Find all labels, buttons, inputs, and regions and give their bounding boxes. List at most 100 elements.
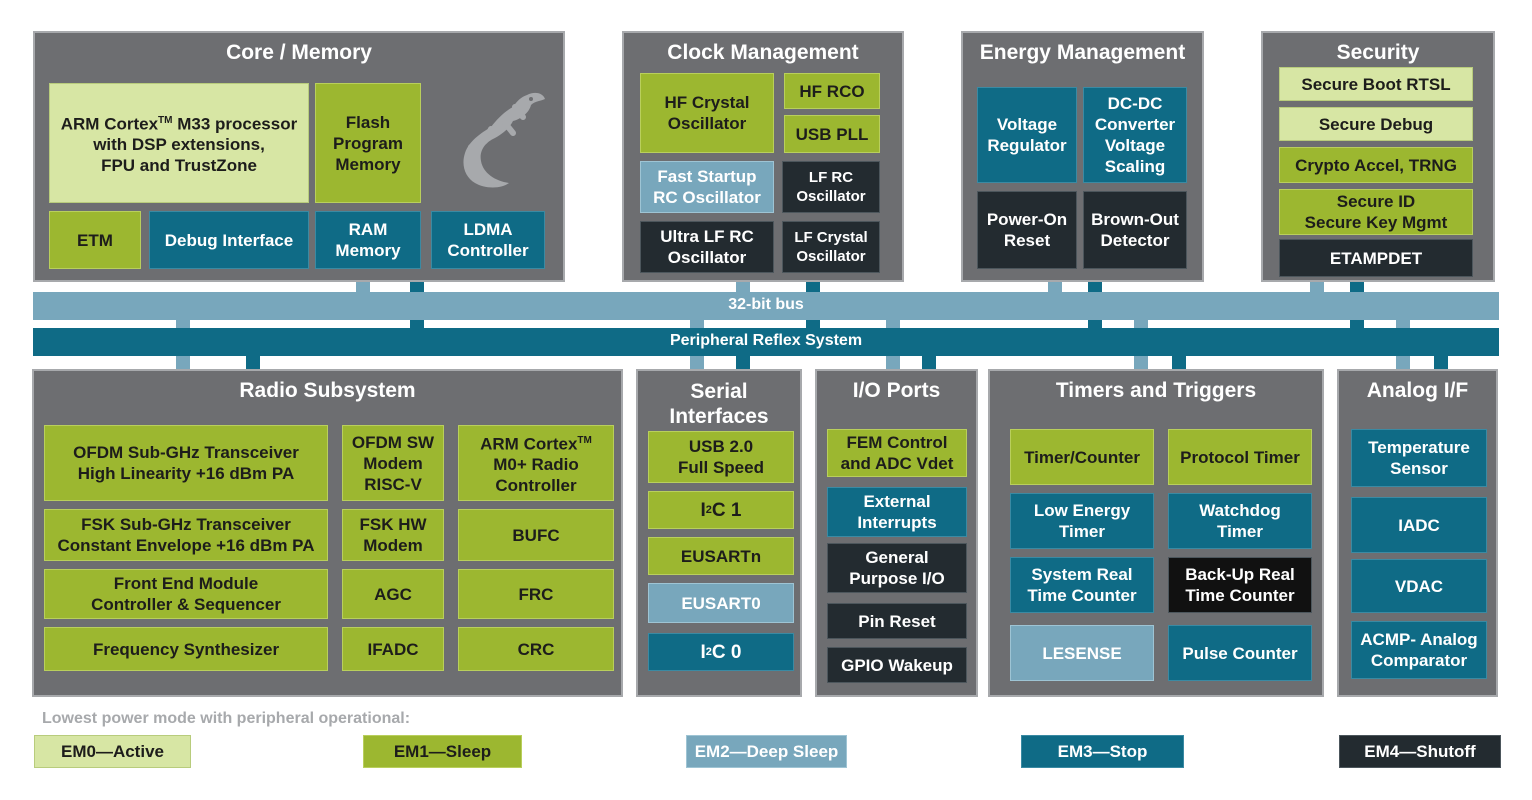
connector <box>356 280 370 294</box>
pin-reset-block: Pin Reset <box>827 603 967 639</box>
m0-line3: Controller <box>495 476 577 496</box>
m0-line1: ARM Cortex <box>480 434 578 454</box>
i2c0-label-a: I <box>700 641 706 663</box>
radio-subsystem-panel: Radio Subsystem OFDM Sub-GHz Transceiver… <box>32 369 623 697</box>
m0-line2: M0+ Radio <box>493 455 579 475</box>
i2c1-label-sup: 2 <box>705 503 712 516</box>
core-memory-panel: Core / Memory ARM CortexTM M33 processor… <box>33 31 565 282</box>
hf-crystal-oscillator-block: HF Crystal Oscillator <box>640 73 774 153</box>
lf-crystal-oscillator-block: LF Crystal Oscillator <box>782 221 880 273</box>
panel-title: Analog I/F <box>1366 379 1469 402</box>
security-panel: Security Secure Boot RTSL Secure Debug C… <box>1261 31 1495 282</box>
debug-interface-block: Debug Interface <box>149 211 309 269</box>
frequency-synthesizer-block: Frequency Synthesizer <box>44 627 328 671</box>
connector <box>1048 280 1062 294</box>
general-purpose-io-block: General Purpose I/O <box>827 543 967 593</box>
connector <box>1310 280 1324 294</box>
flash-memory-block: Flash Program Memory <box>315 83 421 203</box>
fem-control-block: FEM Control and ADC Vdet <box>827 429 967 477</box>
legend-title: Lowest power mode with peripheral operat… <box>42 710 411 727</box>
legend-em4: EM4—Shutoff <box>1339 735 1501 768</box>
etm-block: ETM <box>49 211 141 269</box>
trademark-mark: TM <box>158 114 173 126</box>
front-end-module-block: Front End Module Controller & Sequencer <box>44 569 328 619</box>
connector <box>736 354 750 372</box>
trademark-mark: TM <box>577 434 592 446</box>
arm-m33-line2: with DSP extensions, <box>93 135 265 155</box>
usb-block: USB 2.0 Full Speed <box>648 431 794 483</box>
dcdc-converter-block: DC-DC Converter Voltage Scaling <box>1083 87 1187 183</box>
brown-out-detector-block: Brown-Out Detector <box>1083 191 1187 269</box>
connector <box>922 354 936 372</box>
eusart0-block: EUSART0 <box>648 583 794 623</box>
secure-debug-block: Secure Debug <box>1279 107 1473 141</box>
connector <box>246 354 260 372</box>
agc-block: AGC <box>342 569 444 619</box>
arm-m33-line1: ARM Cortex <box>60 114 159 134</box>
lf-rc-oscillator-block: LF RC Oscillator <box>782 161 880 213</box>
usb-pll-block: USB PLL <box>784 115 880 153</box>
temperature-sensor-block: Temperature Sensor <box>1351 429 1487 487</box>
protocol-timer-block: Protocol Timer <box>1168 429 1312 485</box>
panel-title: Energy Management <box>979 41 1186 64</box>
gecko-icon <box>463 92 545 188</box>
voltage-regulator-block: Voltage Regulator <box>977 87 1077 183</box>
bus-32bit-label: 32-bit bus <box>728 296 804 313</box>
analog-if-panel: Analog I/F Temperature Sensor IADC VDAC … <box>1337 369 1498 697</box>
ofdm-sw-modem-block: OFDM SW Modem RISC-V <box>342 425 444 501</box>
low-energy-timer-block: Low Energy Timer <box>1010 493 1154 549</box>
ldma-controller-block: LDMA Controller <box>431 211 545 269</box>
arm-m33-line1-rest: M33 processor <box>172 114 298 134</box>
legend-em3: EM3—Stop <box>1021 735 1184 768</box>
i2c0-label-b: C 0 <box>711 641 742 663</box>
panel-title: Core / Memory <box>226 41 372 64</box>
fast-startup-rc-oscillator-block: Fast Startup RC Oscillator <box>640 161 774 213</box>
arm-m33-line3: FPU and TrustZone <box>101 156 257 176</box>
acmp-block: ACMP- Analog Comparator <box>1351 621 1487 679</box>
io-ports-panel: I/O Ports FEM Control and ADC Vdet Exter… <box>815 369 978 697</box>
bufc-block: BUFC <box>458 509 614 561</box>
external-interrupts-block: External Interrupts <box>827 487 967 537</box>
ultra-lf-rc-oscillator-block: Ultra LF RC Oscillator <box>640 221 774 273</box>
timers-triggers-panel: Timers and Triggers Timer/Counter Protoc… <box>988 369 1324 697</box>
pulse-counter-block: Pulse Counter <box>1168 625 1312 681</box>
panel-title: Security <box>1336 41 1420 64</box>
vdac-block: VDAC <box>1351 559 1487 613</box>
panel-title: Clock Management <box>667 41 859 64</box>
etampdet-block: ETAMPDET <box>1279 239 1473 277</box>
connector <box>736 280 750 294</box>
clock-management-panel: Clock Management HF Crystal Oscillator H… <box>622 31 904 282</box>
i2c1-label-b: C 1 <box>711 499 742 521</box>
panel-title: Timers and Triggers <box>1055 379 1257 402</box>
arm-cortex-m33-block: ARM CortexTM M33 processor with DSP exte… <box>49 83 309 203</box>
timer-counter-block: Timer/Counter <box>1010 429 1154 485</box>
lesense-block: LESENSE <box>1010 625 1154 681</box>
gpio-wakeup-block: GPIO Wakeup <box>827 647 967 683</box>
frc-block: FRC <box>458 569 614 619</box>
legend-em2: EM2—Deep Sleep <box>686 735 847 768</box>
watchdog-timer-block: Watchdog Timer <box>1168 493 1312 549</box>
ram-memory-block: RAM Memory <box>315 211 421 269</box>
panel-title: Serial Interfaces <box>669 380 769 428</box>
legend-em0: EM0—Active <box>34 735 191 768</box>
iadc-block: IADC <box>1351 497 1487 553</box>
fsk-hw-modem-block: FSK HW Modem <box>342 509 444 561</box>
secure-boot-block: Secure Boot RTSL <box>1279 67 1473 101</box>
prs-label: Peripheral Reflex System <box>669 332 863 349</box>
ifadc-block: IFADC <box>342 627 444 671</box>
panel-title: Radio Subsystem <box>239 379 416 402</box>
crypto-accel-block: Crypto Accel, TRNG <box>1279 147 1473 183</box>
secure-id-block: Secure ID Secure Key Mgmt <box>1279 189 1473 235</box>
arm-cortex-m0-block: ARM CortexTM M0+ Radio Controller <box>458 425 614 501</box>
legend-em1: EM1—Sleep <box>363 735 522 768</box>
energy-management-panel: Energy Management Voltage Regulator DC-D… <box>961 31 1204 282</box>
hf-rco-block: HF RCO <box>784 73 880 109</box>
connector <box>1172 354 1186 372</box>
i2c0-label-sup: 2 <box>705 645 712 658</box>
peripheral-reflex-system: Peripheral Reflex System <box>33 328 1499 356</box>
backup-rtc-block: Back-Up Real Time Counter <box>1168 557 1312 613</box>
ofdm-transceiver-block: OFDM Sub-GHz Transceiver High Linearity … <box>44 425 328 501</box>
